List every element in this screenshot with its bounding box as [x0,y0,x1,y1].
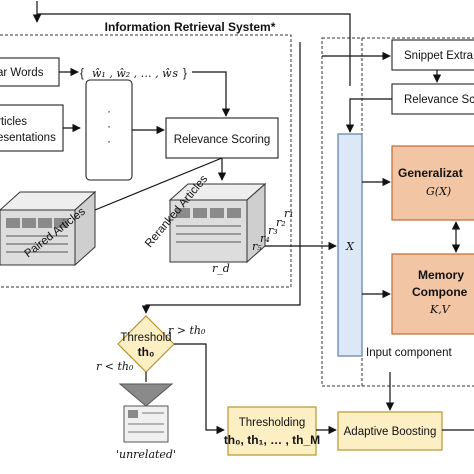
r-label-3: r₃ [268,224,278,237]
adaptive-boosting-label: Adaptive Boosting [344,426,437,438]
unrelated-label: 'unrelated' [116,448,176,461]
generalizer-function: G(X) [426,185,451,198]
edge-relevance-to-x [345,98,392,133]
generalizer-box [391,145,474,221]
thresholding-box [227,406,317,456]
word-seq-bracket-right: } [183,68,187,80]
edge-paired-to-relevance [94,157,223,211]
r-label-4: r₄ [260,232,270,245]
relevance-scoring-box [165,117,279,159]
r-label-1: r₁ [284,207,294,220]
memory-kv: K,V [429,303,451,316]
thresholding-symbols: th₀, th₁, … , th_M [224,433,320,447]
articles-box [0,104,64,152]
r-label-5: r₅ [252,240,262,253]
memory-label-2: Compone [412,285,468,299]
word-sequence: ŵ₁ , ŵ₂ , … , ŵs [92,67,178,80]
retrieval-system-boundary [0,34,292,288]
vector-dots-2: · [107,121,111,133]
memory-box [391,253,474,335]
unrelated-doc-icon [118,383,174,443]
system-title: Information Retrieval System* [105,20,276,34]
snippet-box [391,39,474,71]
right-relevance-label: Relevance Sco [404,94,474,106]
input-component-label: Input component [366,347,452,359]
edge-to-threshold [141,42,301,314]
words-box [0,57,60,87]
right-relevance-box [391,83,474,115]
relevance-scoring-label: Relevance Scoring [174,134,271,146]
x-label: X [345,240,355,253]
edge-seq-to-relevance [192,71,231,117]
cond-less-label: r < th₀ [96,360,134,373]
articles-label-2: esentations [0,132,56,144]
adaptive-boosting-box [337,411,443,451]
x-input-column [337,133,363,357]
vector-dots-3: · [107,136,111,148]
snippet-label: Snippet Extra [404,50,474,62]
edge-threshold-right [174,343,225,435]
word-seq-bracket-left: { [80,68,84,80]
generalizer-label: Generalizat [398,166,463,180]
r-label-d: r_d [212,262,230,275]
articles-label-1: rticles [0,116,27,128]
thresholding-label: Thresholding [239,417,305,429]
right-panel-boundary [321,37,474,387]
threshold-symbol: th₀ [138,345,155,359]
vector-dots: · [107,106,111,118]
threshold-label: Threshold [120,332,171,344]
r-label-2: r₂ [276,216,286,229]
top-feedback-edge [36,1,351,86]
cond-greater-label: r > th₀ [168,324,206,337]
reranked-articles-stack [168,182,267,264]
paired-articles-stack [0,190,97,267]
memory-label-1: Memory [418,268,464,282]
words-label: ar Words [0,67,44,79]
